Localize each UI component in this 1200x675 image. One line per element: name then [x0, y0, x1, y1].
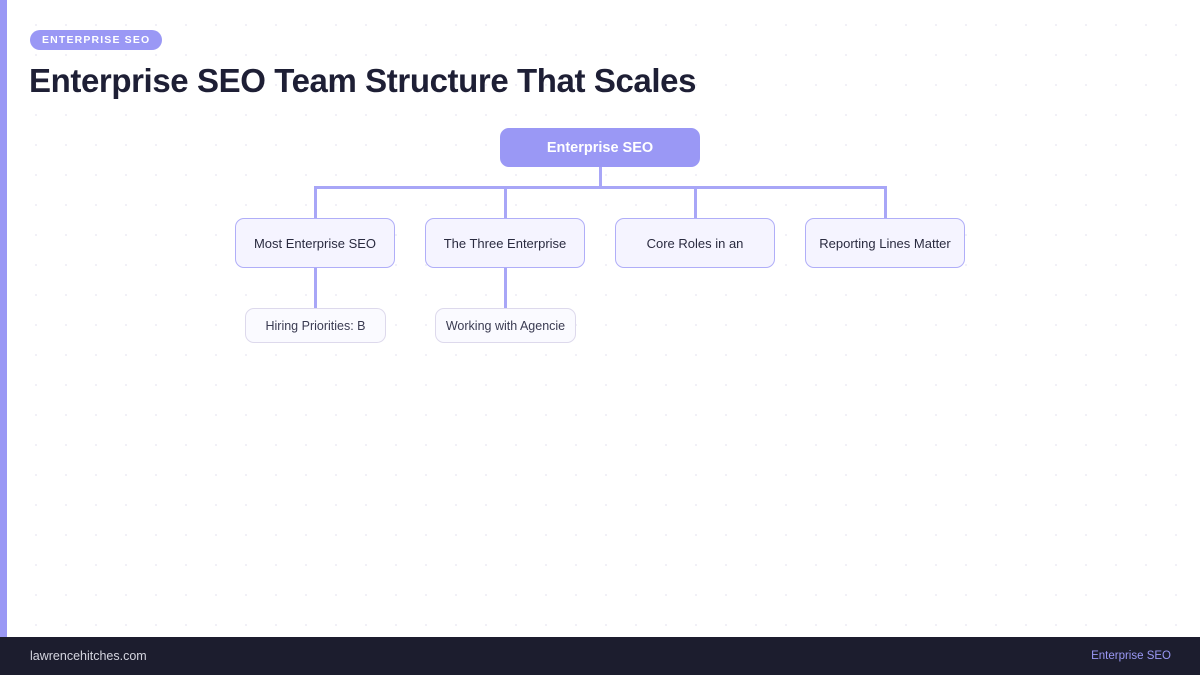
node-level2-2[interactable]: The Three Enterprise [425, 218, 585, 268]
connector-drop-2 [504, 186, 507, 218]
connector-root-stem [599, 167, 602, 188]
footer-site-url: lawrencehitches.com [30, 649, 147, 663]
node-level2-3-label: Core Roles in an [646, 235, 744, 251]
connector-drop-3 [694, 186, 697, 218]
page-title: Enterprise SEO Team Structure That Scale… [29, 62, 697, 99]
footer-bar: lawrencehitches.com Enterprise SEO [0, 637, 1200, 675]
node-root-label: Enterprise SEO [546, 139, 654, 156]
connector-drop-1 [314, 186, 317, 218]
node-level3-1-label: Hiring Priorities: B [265, 318, 366, 333]
connector-drop-leaf-2 [504, 268, 507, 308]
connector-horizontal-bus [315, 186, 886, 189]
node-level2-1-label: Most Enterprise SEO [253, 235, 377, 251]
node-level2-2-label: The Three Enterprise [443, 235, 567, 251]
footer-topic: Enterprise SEO [1091, 650, 1171, 662]
connector-drop-4 [884, 186, 887, 218]
dotted-background [7, 0, 1200, 637]
category-badge: ENTERPRISE SEO [30, 30, 163, 50]
node-level2-4-label: Reporting Lines Matter [819, 235, 951, 251]
node-root[interactable]: Enterprise SEO [500, 128, 700, 167]
node-level2-4[interactable]: Reporting Lines Matter [805, 218, 965, 268]
connector-drop-leaf-1 [314, 268, 317, 308]
node-level3-1[interactable]: Hiring Priorities: B [245, 308, 386, 343]
node-level3-2-label: Working with Agencie [445, 318, 566, 333]
node-level2-1[interactable]: Most Enterprise SEO [235, 218, 395, 268]
left-accent-bar [0, 0, 7, 637]
node-level3-2[interactable]: Working with Agencie [435, 308, 576, 343]
node-level2-3[interactable]: Core Roles in an [615, 218, 775, 268]
